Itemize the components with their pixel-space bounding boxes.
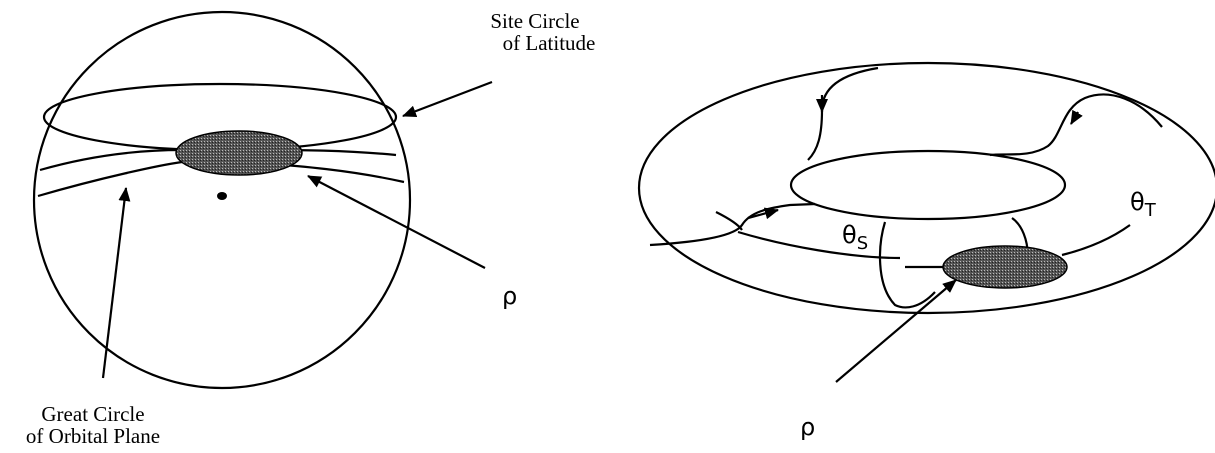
rho-label-left: ρ: [502, 282, 518, 310]
sphere-outline: [32, 10, 412, 390]
torus-inner-hole: [789, 149, 1067, 221]
site-circle-label: Site Circle of Latitude: [460, 10, 610, 54]
left-trajectory-stub: [715, 211, 743, 231]
theta-s-symbol: θ: [842, 221, 857, 249]
great-circle-label: Great Circle of Orbital Plane: [8, 403, 178, 447]
theta-s-subscript: S: [856, 233, 869, 254]
upper-right-trajectory: [989, 93, 1163, 157]
arrow-site-circle: [402, 80, 493, 118]
upper-left-trajectory: [807, 66, 879, 161]
great-circle-label-line2: of Orbital Plane: [25, 424, 161, 448]
footprint-rho-right: [942, 245, 1068, 289]
theta-s-path: [737, 230, 901, 260]
arrow-rho-left: [307, 175, 486, 269]
front-tube-section: [878, 221, 936, 309]
theta-t-label: θT: [1130, 189, 1156, 224]
arrow-upper-right: [1070, 109, 1083, 125]
torus-figure: [637, 61, 1215, 383]
theta-t-symbol: θ: [1130, 188, 1145, 216]
torus-outer-outline: [637, 61, 1215, 315]
center-dot: [217, 192, 227, 200]
arrow-left-trajectory: [747, 207, 779, 220]
arrow-rho-right: [835, 279, 957, 383]
footprint-rho-left: [175, 130, 303, 176]
rho-label-right: ρ: [800, 413, 816, 441]
theta-t-subscript: T: [1144, 200, 1156, 221]
sphere-figure: [32, 10, 493, 390]
arrow-great-circle: [101, 187, 131, 379]
site-circle-label-line2: of Latitude: [502, 31, 596, 55]
theta-s-label: θS: [842, 222, 868, 257]
left-trajectory: [649, 202, 816, 247]
site-circle-label-line1: Site Circle: [490, 9, 580, 33]
great-circle-label-line1: Great Circle: [41, 402, 145, 426]
